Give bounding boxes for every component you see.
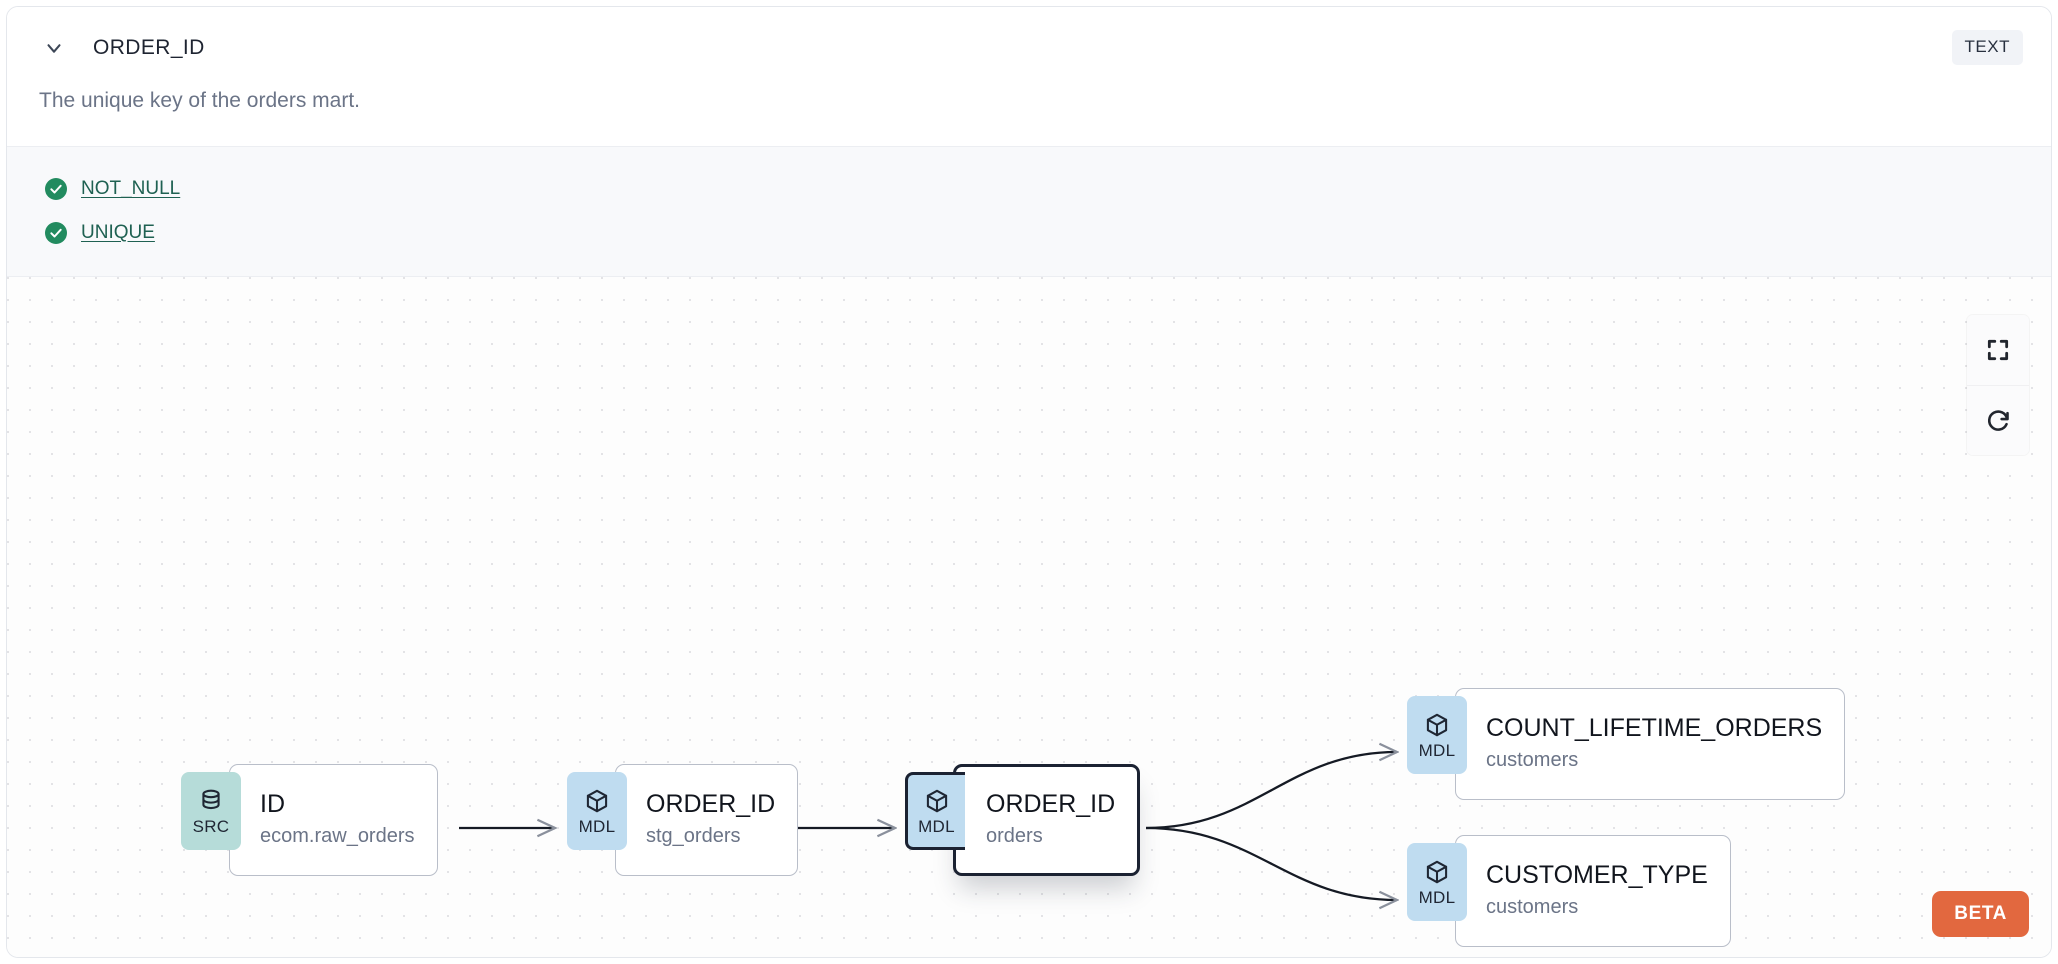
cube-icon	[586, 789, 608, 812]
cube-icon	[1426, 713, 1448, 736]
refresh-button[interactable]	[1967, 385, 2029, 455]
fullscreen-button[interactable]	[1967, 315, 2029, 385]
node-table-name: customers	[1486, 748, 1579, 771]
cube-icon	[926, 789, 947, 812]
data-type-badge: TEXT	[1951, 30, 2023, 65]
chevron-down-icon[interactable]	[39, 33, 69, 63]
node-column-name: COUNT_LIFETIME_ORDERS	[1486, 714, 1823, 743]
beta-badge[interactable]: BETA	[1932, 891, 2029, 937]
node-badge-label: MDL	[578, 816, 616, 836]
lineage-graph-canvas[interactable]: SRC ID ecom.raw_orders MDL ORDER_ID stg_…	[7, 277, 2051, 957]
node-column-name: ORDER_ID	[986, 790, 1116, 819]
card-header: ORDER_ID TEXT The unique key of the orde…	[7, 7, 2051, 146]
database-icon	[202, 789, 220, 809]
node-badge-label: SRC	[192, 816, 230, 836]
title-row: ORDER_ID	[39, 7, 2019, 63]
test-row: NOT_NULL	[45, 167, 2051, 211]
node-body: ORDER_ID orders	[953, 764, 1141, 876]
node-table-name: stg_orders	[646, 824, 741, 847]
column-description: The unique key of the orders mart.	[39, 89, 360, 112]
edge-orders-to-count	[1145, 752, 1397, 830]
lineage-node-customer-type[interactable]: MDL CUSTOMER_TYPE customers	[1407, 835, 1731, 947]
node-body: CUSTOMER_TYPE customers	[1455, 835, 1731, 947]
node-table-name: ecom.raw_orders	[260, 824, 415, 847]
node-body: COUNT_LIFETIME_ORDERS customers	[1455, 688, 1846, 800]
tests-section: NOT_NULL UNIQUE	[7, 146, 2051, 277]
node-column-name: ORDER_ID	[646, 790, 776, 819]
node-body: ID ecom.raw_orders	[229, 764, 438, 876]
page-title: ORDER_ID	[93, 36, 205, 59]
node-type-badge-mdl: MDL	[905, 772, 965, 850]
node-type-badge-mdl: MDL	[1407, 696, 1467, 774]
refresh-icon	[1987, 410, 2009, 431]
edge-orders-to-customer-type	[1145, 826, 1397, 900]
node-badge-label: MDL	[1418, 740, 1456, 760]
node-badge-label: MDL	[1418, 887, 1456, 907]
test-row: UNIQUE	[45, 211, 2051, 255]
node-table-name: customers	[1486, 895, 1579, 918]
node-table-name: orders	[986, 824, 1043, 847]
node-badge-label: MDL	[918, 816, 955, 836]
test-link-unique[interactable]: UNIQUE	[81, 222, 155, 243]
node-type-badge-mdl: MDL	[567, 772, 627, 850]
node-type-badge-mdl: MDL	[1407, 843, 1467, 921]
check-circle-icon	[45, 178, 67, 200]
node-column-name: CUSTOMER_TYPE	[1486, 861, 1708, 890]
node-type-badge-src: SRC	[181, 772, 241, 850]
fullscreen-icon	[1987, 339, 2009, 361]
lineage-node-orders-selected[interactable]: MDL ORDER_ID orders	[905, 764, 1141, 876]
lineage-node-count-lifetime-orders[interactable]: MDL COUNT_LIFETIME_ORDERS customers	[1407, 688, 1846, 800]
test-link-not-null[interactable]: NOT_NULL	[81, 178, 181, 199]
column-detail-card: ORDER_ID TEXT The unique key of the orde…	[6, 6, 2052, 958]
lineage-node-source-id[interactable]: SRC ID ecom.raw_orders	[181, 764, 438, 876]
check-circle-icon	[45, 222, 67, 244]
node-body: ORDER_ID stg_orders	[615, 764, 799, 876]
node-column-name: ID	[260, 790, 285, 819]
cube-icon	[1426, 860, 1448, 883]
canvas-controls	[1967, 315, 2029, 455]
lineage-node-stg-orders[interactable]: MDL ORDER_ID stg_orders	[567, 764, 799, 876]
